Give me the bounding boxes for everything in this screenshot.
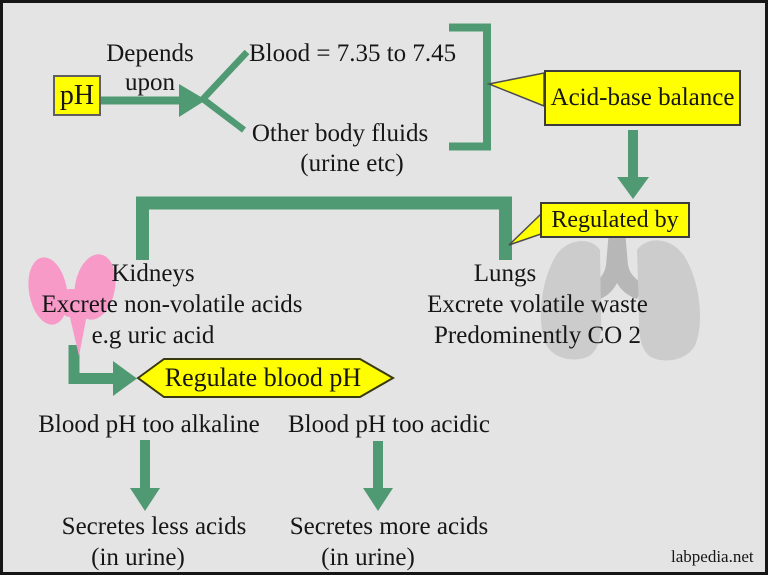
ph-box: pH bbox=[53, 75, 101, 116]
fork-line-upper bbox=[200, 49, 250, 102]
other-fluids-label-line1: Other body fluids bbox=[251, 120, 429, 147]
ph-label: pH bbox=[59, 79, 95, 111]
depends-label-line2: upon bbox=[125, 69, 175, 96]
left-kidney bbox=[28, 257, 68, 325]
depends-label-line1: Depends bbox=[106, 40, 194, 67]
acidic-condition-label: Blood pH too acidic bbox=[287, 411, 491, 438]
trachea-shape bbox=[591, 231, 644, 300]
regulated-by-label: Regulated by bbox=[551, 206, 679, 233]
acid-base-balance-label: Acid-base balance bbox=[550, 84, 735, 111]
right-lung-lobe bbox=[637, 240, 701, 361]
kidneys-label-line3: e.g uric acid bbox=[91, 322, 215, 349]
lungs-icon bbox=[540, 231, 701, 361]
acid-base-balance-callout: Acid-base balance bbox=[544, 70, 741, 126]
secretes-more-label-line1: Secretes more acids bbox=[289, 513, 489, 540]
ureter-tail bbox=[68, 309, 88, 356]
lungs-label-line3: Predominently CO 2 bbox=[434, 322, 641, 349]
secretes-less-label-line1: Secretes less acids bbox=[61, 513, 247, 540]
kidneys-icon bbox=[28, 254, 116, 356]
ph-arrowhead bbox=[179, 84, 206, 117]
diagram-shapes bbox=[28, 23, 701, 511]
kidney-elbow-arrowhead bbox=[113, 361, 137, 396]
secretes-less-label-line2: (in urine) bbox=[91, 544, 185, 571]
alkaline-condition-label: Blood pH too alkaline bbox=[38, 411, 260, 438]
lungs-label-line2: Excrete volatile waste bbox=[427, 291, 648, 318]
fork-line-lower bbox=[201, 96, 246, 133]
kidneys-label-line1: Kidneys bbox=[111, 260, 195, 287]
kidney-elbow-arrow-shaft bbox=[68, 345, 115, 384]
left-lung-lobe bbox=[540, 241, 602, 360]
regulate-blood-ph-label: Regulate blood pH bbox=[164, 363, 362, 392]
regulated-by-callout-tail bbox=[508, 212, 542, 246]
regulator-connector bbox=[136, 196, 512, 260]
acidic-arrowhead bbox=[363, 488, 393, 511]
other-fluids-label-line2: (urine etc) bbox=[300, 150, 404, 177]
acid-base-callout-tail bbox=[486, 72, 545, 108]
green-connectors bbox=[68, 23, 638, 490]
regulate-hexagon-shape bbox=[136, 358, 396, 398]
secretes-more-label-line2: (in urine) bbox=[321, 544, 415, 571]
kidneys-label-line2: Excrete non-volatile acids bbox=[41, 291, 303, 318]
green-arrowheads bbox=[113, 84, 649, 511]
acid-base-arrowhead bbox=[617, 177, 649, 199]
regulated-by-callout: Regulated by bbox=[540, 202, 690, 238]
blood-range-label: Blood = 7.35 to 7.45 bbox=[249, 40, 457, 67]
lungs-label-line1: Lungs bbox=[473, 260, 537, 287]
alkaline-arrowhead bbox=[130, 488, 160, 511]
bracket bbox=[449, 23, 491, 151]
watermark: labpedia.net bbox=[671, 547, 754, 566]
